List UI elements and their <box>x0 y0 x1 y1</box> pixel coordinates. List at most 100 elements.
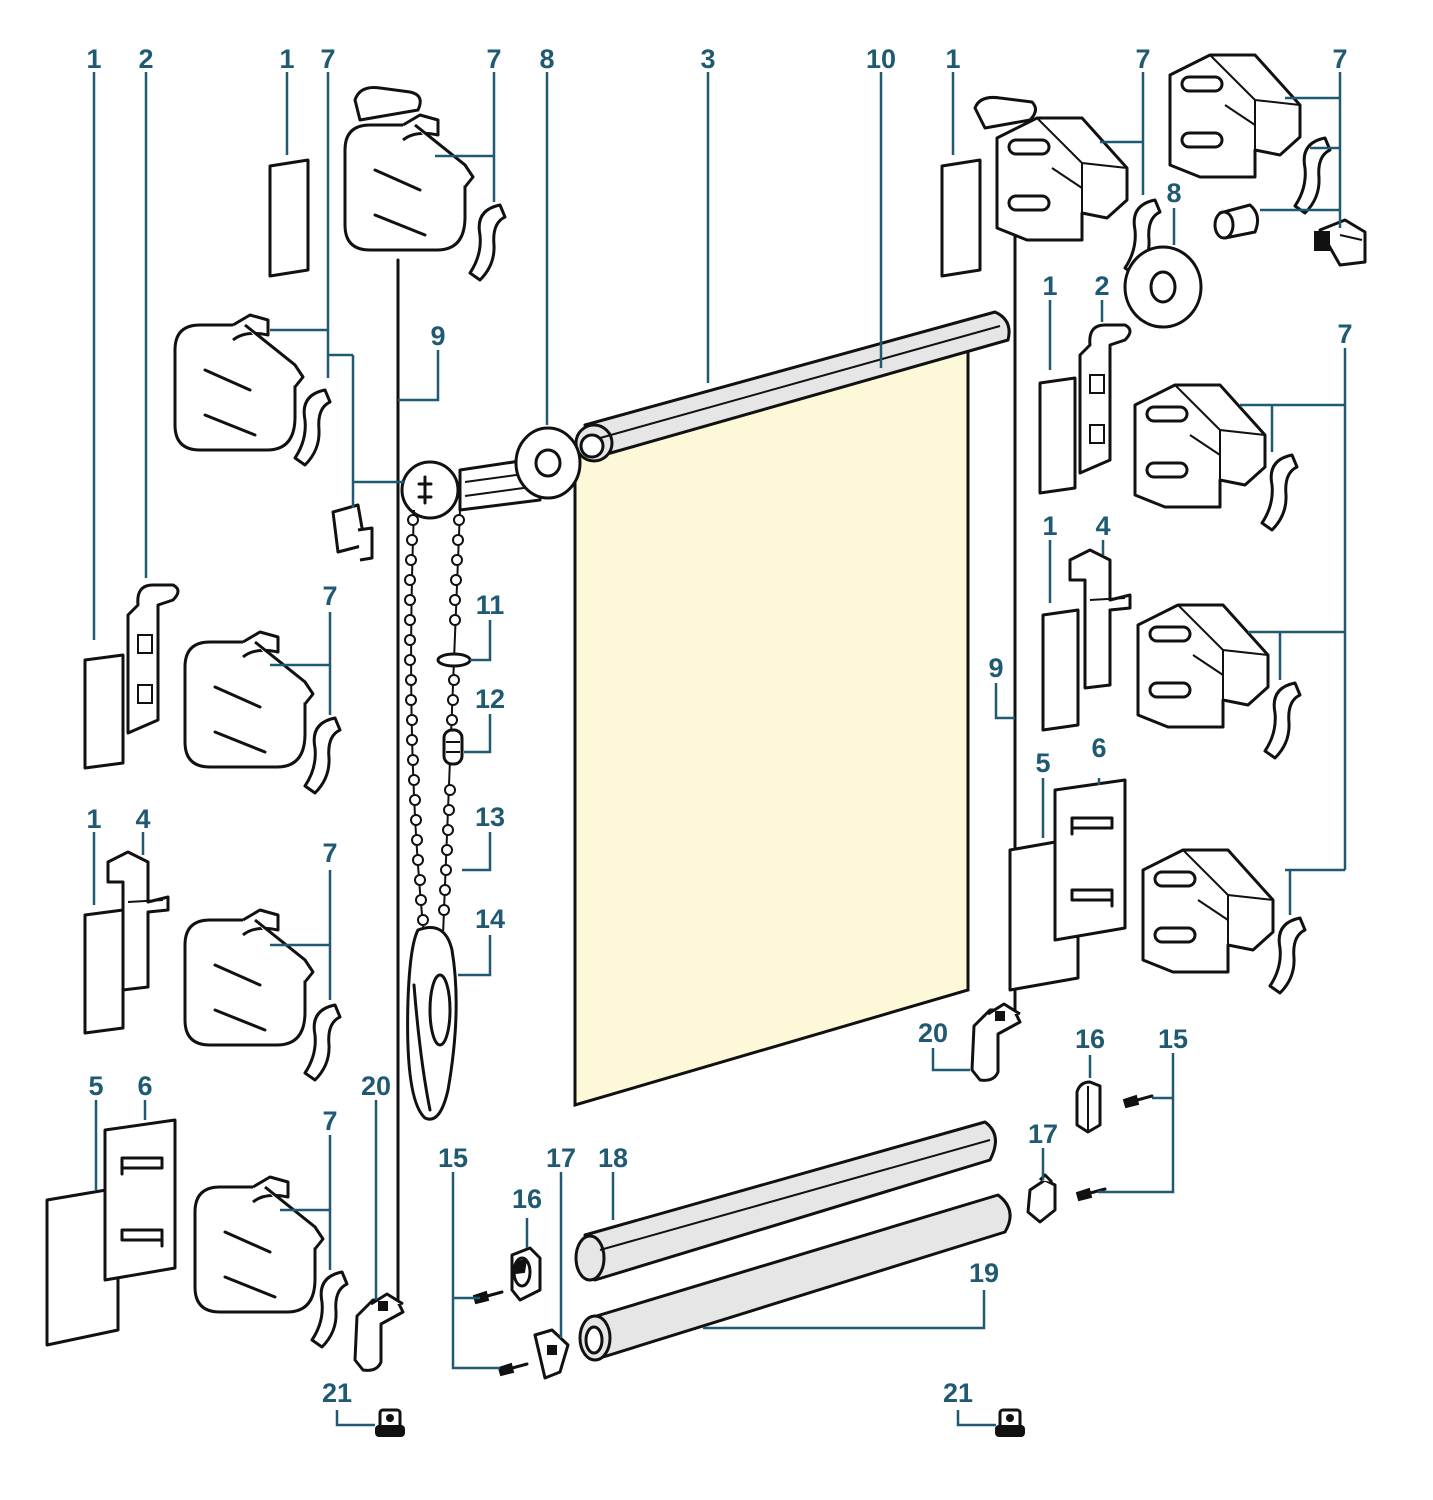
label-10: 10 <box>866 44 896 74</box>
fabric-panel <box>573 348 970 1108</box>
right-parts <box>940 53 1367 1438</box>
clip-bottom <box>310 1270 349 1349</box>
bead-chain <box>404 509 472 1121</box>
clip-upper <box>293 388 332 467</box>
label-3: 3 <box>700 44 715 74</box>
bracket-right-middle <box>1136 603 1270 729</box>
label-15-a: 15 <box>1158 1024 1188 1054</box>
label-7-c: 7 <box>1135 44 1150 74</box>
label-21-a: 21 <box>322 1378 352 1408</box>
fabric-sheet <box>573 348 970 1108</box>
bottom-bar-18 <box>574 1120 997 1282</box>
label-6-a: 6 <box>1091 733 1106 763</box>
label-21-b: 21 <box>943 1378 973 1408</box>
label-19: 19 <box>969 1258 999 1288</box>
clip-right-lower <box>1268 916 1307 995</box>
left-parts <box>45 86 507 1438</box>
bracket-top-right-b <box>1168 53 1302 179</box>
clip-lower <box>303 1003 342 1082</box>
bracket-right-upper <box>1133 383 1267 509</box>
label-2-a: 2 <box>138 44 153 74</box>
end-cap-left-16 <box>510 1246 542 1302</box>
label-1-e: 1 <box>1042 511 1057 541</box>
strip-left-2 <box>83 653 125 770</box>
label-14: 14 <box>475 904 505 934</box>
strip-left-4 <box>83 908 125 1035</box>
mount-plate-right-6 <box>1053 778 1127 942</box>
label-4-a: 4 <box>1095 511 1110 541</box>
end-cap-right-16 <box>1075 1080 1102 1134</box>
bead-chain-left <box>404 514 429 926</box>
bracket-right-lower <box>1141 848 1275 974</box>
adhesive-strip-top-left <box>268 158 310 278</box>
label-17-a: 17 <box>546 1143 576 1173</box>
bracket-top-right-a <box>995 116 1129 242</box>
label-4-b: 4 <box>135 804 150 834</box>
label-7-h: 7 <box>322 1106 337 1136</box>
label-7-f: 7 <box>322 581 337 611</box>
mount-plate-left-6 <box>103 1118 177 1282</box>
label-16-b: 16 <box>512 1184 542 1214</box>
clip-right-upper <box>1260 453 1299 532</box>
label-7-a: 7 <box>320 44 335 74</box>
label-1-d: 1 <box>1042 271 1057 301</box>
roller-tube <box>574 310 1011 463</box>
small-bracket-left <box>331 503 374 562</box>
chain-weight <box>406 926 458 1121</box>
label-11: 11 <box>476 590 505 620</box>
cap-left-21 <box>374 1408 406 1438</box>
end-cover-middle <box>183 630 315 769</box>
leader-lines <box>92 72 1347 1427</box>
label-7-g: 7 <box>322 838 337 868</box>
end-cover-top <box>343 113 475 252</box>
label-7-e: 7 <box>1337 319 1352 349</box>
label-7-d: 7 <box>1332 44 1347 74</box>
label-15-b: 15 <box>438 1143 468 1173</box>
label-5-a: 5 <box>1035 748 1050 778</box>
end-cover-lower <box>183 908 315 1047</box>
adhesive-strip-top-right <box>940 158 982 278</box>
label-9-a: 9 <box>430 321 445 351</box>
label-17-b: 17 <box>1028 1119 1058 1149</box>
end-cover-bottom <box>193 1175 325 1314</box>
screw-right-a <box>1122 1094 1154 1109</box>
label-20-b: 20 <box>361 1071 391 1101</box>
label-9-b: 9 <box>988 653 1003 683</box>
hook-bracket-right-2 <box>1078 323 1132 475</box>
washer-left <box>514 426 582 500</box>
end-plug-left-17 <box>533 1328 570 1380</box>
label-5-b: 5 <box>88 1071 103 1101</box>
label-1-f: 1 <box>86 804 101 834</box>
end-cover-upper <box>173 313 305 452</box>
label-1-a: 1 <box>86 44 101 74</box>
hook-bracket-left-2 <box>126 583 180 735</box>
end-foot-right-20 <box>970 1002 1022 1082</box>
clip-middle <box>303 716 342 795</box>
strip-right-4 <box>1041 608 1080 732</box>
strip-right-2 <box>1038 376 1077 495</box>
label-20-a: 20 <box>918 1018 948 1048</box>
screw-left-b <box>497 1362 529 1377</box>
pin-cap <box>1213 203 1260 240</box>
screw-right-b <box>1075 1187 1107 1202</box>
clip-top <box>468 203 507 282</box>
bottom-bar-19 <box>578 1193 1012 1362</box>
label-16-a: 16 <box>1075 1024 1105 1054</box>
label-8-a: 8 <box>539 44 554 74</box>
bead-chain-right <box>438 514 465 916</box>
label-6-b: 6 <box>137 1071 152 1101</box>
label-1-b: 1 <box>279 44 294 74</box>
end-plug-right-17 <box>1026 1173 1057 1224</box>
end-foot-left-20 <box>353 1292 405 1372</box>
clip-right-middle <box>1263 681 1302 760</box>
bottom-rail-parts <box>472 1080 1154 1380</box>
label-12: 12 <box>475 684 505 714</box>
chain-stop <box>442 728 464 766</box>
part-labels: 1 2 1 7 7 8 3 10 1 7 7 8 9 1 2 7 7 1 4 1… <box>86 44 1352 1408</box>
label-8-b: 8 <box>1166 178 1181 208</box>
label-2-b: 2 <box>1094 271 1109 301</box>
adhesive-pad-left-5 <box>45 1186 120 1347</box>
label-1-c: 1 <box>945 44 960 74</box>
washer-right <box>1123 245 1203 329</box>
